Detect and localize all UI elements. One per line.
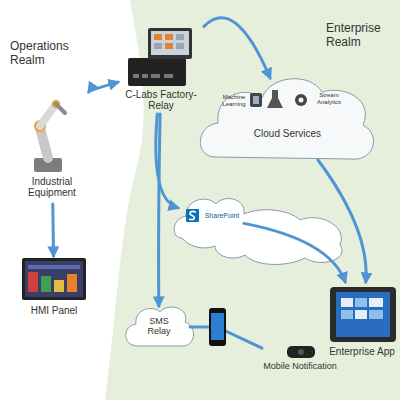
relay-device: [176, 34, 184, 40]
relay-device: [151, 31, 189, 55]
tablet-device: [330, 287, 396, 342]
relay-device: [142, 74, 148, 78]
analytics-icons: [250, 93, 262, 107]
flow-arrow: [318, 160, 366, 282]
tablet-device: [341, 298, 353, 307]
relay-device: [165, 34, 173, 40]
panel-node: HMI Panel: [14, 256, 94, 320]
phone-icon: [209, 308, 226, 346]
sms-node: SMS Relay: [128, 306, 190, 348]
cloud-node: Machine Learning Stream AnalyticsCloud Se…: [205, 78, 370, 160]
realm-label: Enterprise Realm: [326, 22, 398, 50]
flow-arrow: [89, 82, 118, 92]
app-node: Enterprise App: [326, 282, 398, 374]
notification-device: [298, 349, 304, 355]
sharepoint-cloud: [174, 199, 342, 265]
flow-arrow: [244, 223, 345, 282]
relay-device: [148, 28, 192, 59]
tablet-device: [355, 298, 367, 307]
robot-arm: [40, 128, 48, 158]
equipment-node: Industrial Equipment: [12, 92, 92, 204]
phone-icon: [211, 313, 224, 340]
robot-arm: [56, 104, 65, 113]
sharepoint-cloud: [186, 209, 199, 222]
node-text: Machine Learning: [217, 94, 251, 107]
analytics-icons: [267, 90, 283, 108]
notification-device: [287, 346, 315, 358]
hmi-screen: [22, 258, 86, 300]
hmi-screen: [67, 274, 77, 292]
node-text: HMI Panel: [14, 305, 94, 316]
phone-icon: [209, 308, 226, 346]
cloud-shape: [200, 79, 373, 160]
tablet-device: [355, 310, 367, 319]
relay-device: [133, 74, 139, 78]
sms-cloud: [126, 307, 194, 346]
node-text: SharePoint: [200, 212, 244, 220]
node-text: Industrial Equipment: [12, 176, 92, 198]
analytics-icons: [253, 96, 259, 104]
analytics-icons: [295, 94, 307, 106]
flow-arrow: [159, 114, 161, 306]
relay-device: [128, 28, 192, 86]
notification-device: [287, 346, 315, 358]
sms-cloud: [126, 307, 194, 346]
relay-device: [176, 43, 184, 49]
node-text: C-Labs Factory-Relay: [118, 89, 204, 111]
enterprise-region: [105, 0, 400, 400]
analytics-icons: [299, 98, 304, 103]
tablet-device: [369, 310, 383, 319]
relay-device: [164, 74, 173, 78]
hmi-screen: [54, 280, 64, 292]
tablet-device: [369, 298, 383, 307]
sharepoint-cloud: [174, 199, 342, 265]
hmi-screen: [28, 272, 38, 292]
hmi-screen: [28, 265, 80, 269]
robot-arm: [40, 104, 56, 126]
relay-device: [154, 43, 162, 49]
sharepoint-node: SharePoint: [178, 196, 244, 238]
relay-device: [128, 58, 186, 86]
node-text: SMS Relay: [139, 316, 179, 336]
notification-node: Mobile Notification: [262, 343, 338, 389]
relay-device: [165, 43, 173, 49]
flow-arrow: [51, 204, 55, 256]
node-text: Mobile Notification: [262, 361, 338, 371]
realm-label: Operations Realm: [10, 40, 90, 68]
flow-arrow: [204, 18, 270, 78]
relay-device: [151, 74, 160, 78]
relay-node: C-Labs Factory-Relay: [118, 26, 204, 114]
analytics-icons: [250, 90, 307, 108]
hmi-screen: [22, 258, 86, 300]
relay-device: [154, 34, 162, 40]
hmi-screen: [25, 261, 83, 297]
node-text: Cloud Services: [250, 128, 325, 139]
cloud-shape: [200, 79, 373, 160]
tablet-device: [336, 292, 390, 337]
tablet-device: [330, 287, 396, 342]
robot-arm: [34, 100, 65, 172]
node-text: Stream Analytics: [309, 92, 349, 105]
tablet-device: [341, 310, 353, 319]
sharepoint-cloud: [189, 211, 196, 219]
hmi-screen: [41, 276, 51, 292]
node-text: Enterprise App: [326, 346, 398, 357]
